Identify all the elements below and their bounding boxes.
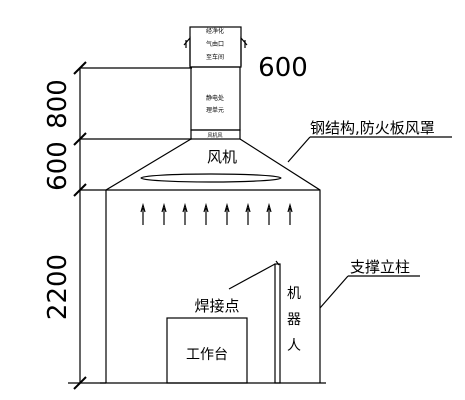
purifier-base-label: 风机风 <box>207 132 222 139</box>
fan-blade <box>140 173 282 183</box>
outlet-label-2: 气由口 <box>206 40 224 48</box>
hood-note: 钢结构,防火板风罩 <box>310 119 435 137</box>
purifier-label-2: 理单元 <box>206 106 224 114</box>
purifier-label-1: 静电处 <box>206 94 224 102</box>
intake-arrows <box>140 202 293 225</box>
vertical-dimension-line <box>68 61 192 390</box>
column-leader <box>319 275 349 309</box>
column-note: 支撑立柱 <box>350 258 410 276</box>
outlet-label-3: 至车间 <box>206 53 224 61</box>
dim-top-width: 600 <box>258 53 308 83</box>
workbench-label: 工作台 <box>186 347 228 363</box>
weld-point-label: 焊接点 <box>194 297 239 315</box>
robot-label-3: 人 <box>287 338 301 354</box>
fan-label: 风机 <box>207 148 237 166</box>
dim-vertical-2: 600 <box>43 141 73 191</box>
hood-leader <box>287 136 311 163</box>
robot-label-2: 器 <box>287 312 301 328</box>
robot-label-1: 机 <box>287 286 301 302</box>
outlet-label-1: 经净化 <box>206 27 224 35</box>
dim-vertical-3: 2200 <box>43 254 73 320</box>
dim-vertical-1: 800 <box>43 79 73 129</box>
welding-robot <box>228 260 281 384</box>
electrostatic-purifier-unit <box>190 66 241 140</box>
